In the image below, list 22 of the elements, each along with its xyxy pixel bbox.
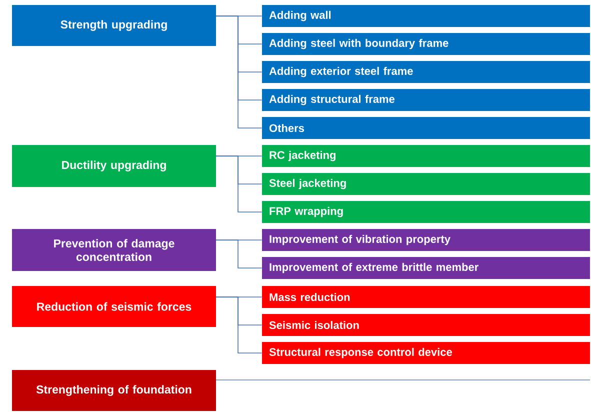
- method-box: Adding steel with boundary frame: [262, 33, 590, 55]
- category-box: Strength upgrading: [12, 5, 216, 46]
- method-box: Adding wall: [262, 5, 590, 27]
- method-box: Others: [262, 117, 590, 139]
- method-box: Adding exterior steel frame: [262, 61, 590, 83]
- category-box: Strengthening of foundation: [12, 370, 216, 411]
- method-box: FRP wrapping: [262, 201, 590, 223]
- method-box: RC jacketing: [262, 145, 590, 167]
- category-box: Prevention of damage concentration: [12, 229, 216, 271]
- method-box: Seismic isolation: [262, 314, 590, 336]
- category-box: Reduction of seismic forces: [12, 286, 216, 327]
- method-box: Adding structural frame: [262, 89, 590, 111]
- method-box: Structural response control device: [262, 342, 590, 364]
- method-box: Improvement of extreme brittle member: [262, 257, 590, 279]
- connector-line: [216, 16, 262, 128]
- method-box: Mass reduction: [262, 286, 590, 308]
- category-box: Ductility upgrading: [12, 145, 216, 187]
- method-box: Improvement of vibration property: [262, 229, 590, 251]
- connector-line: [216, 240, 262, 268]
- method-box: Steel jacketing: [262, 173, 590, 195]
- connector-line: [216, 156, 262, 212]
- connector-line: [216, 296, 262, 354]
